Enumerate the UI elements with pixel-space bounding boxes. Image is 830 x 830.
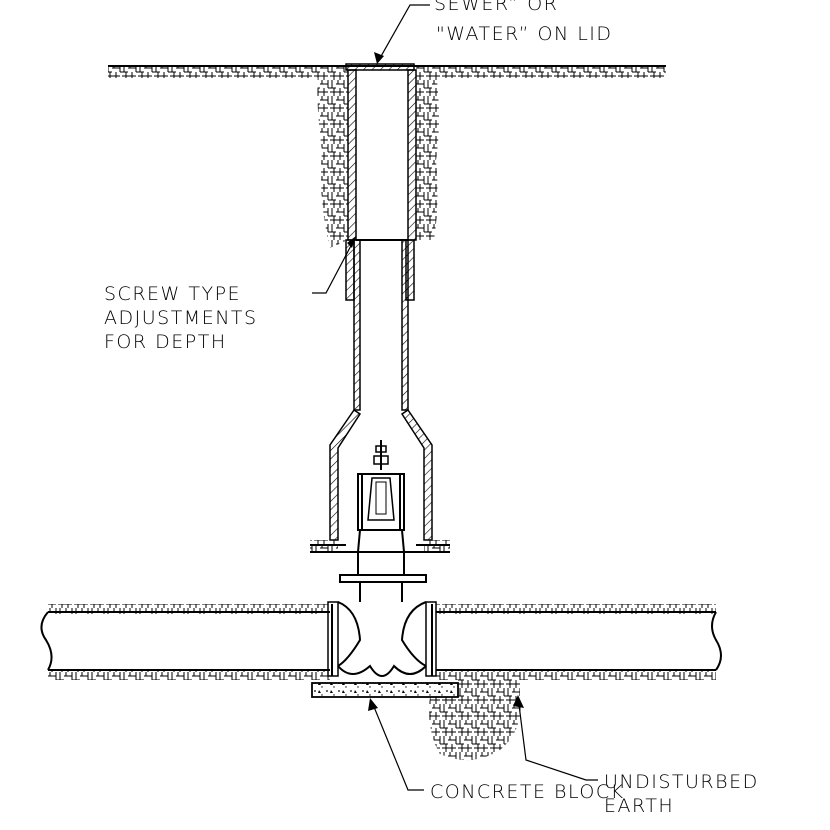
undisturbed-earth bbox=[429, 680, 521, 761]
lower-box-section bbox=[310, 239, 450, 553]
backfill-earth bbox=[317, 72, 439, 248]
gate-valve bbox=[327, 552, 437, 677]
water-main-pipe bbox=[40, 604, 722, 680]
earth-label-line2: EARTH bbox=[604, 795, 674, 817]
upper-box-section bbox=[347, 69, 417, 241]
screw-label-line1: SCREW TYPE bbox=[104, 283, 241, 305]
lid-label-line1: SEWER” OR bbox=[434, 0, 558, 15]
concrete-block bbox=[311, 682, 459, 698]
screw-label-line2: ADJUSTMENTS bbox=[104, 307, 258, 329]
screw-label-line3: FOR DEPTH bbox=[104, 331, 227, 353]
earth-label-line1: UNDISTURBED bbox=[604, 771, 759, 793]
valve-operator bbox=[357, 440, 405, 553]
lid-label-line2: "WATER” ON LID bbox=[436, 23, 613, 45]
concrete-label: CONCRETE BLOCK bbox=[430, 781, 625, 803]
leader-lines bbox=[312, 4, 598, 791]
valve-box-lid bbox=[345, 63, 415, 71]
